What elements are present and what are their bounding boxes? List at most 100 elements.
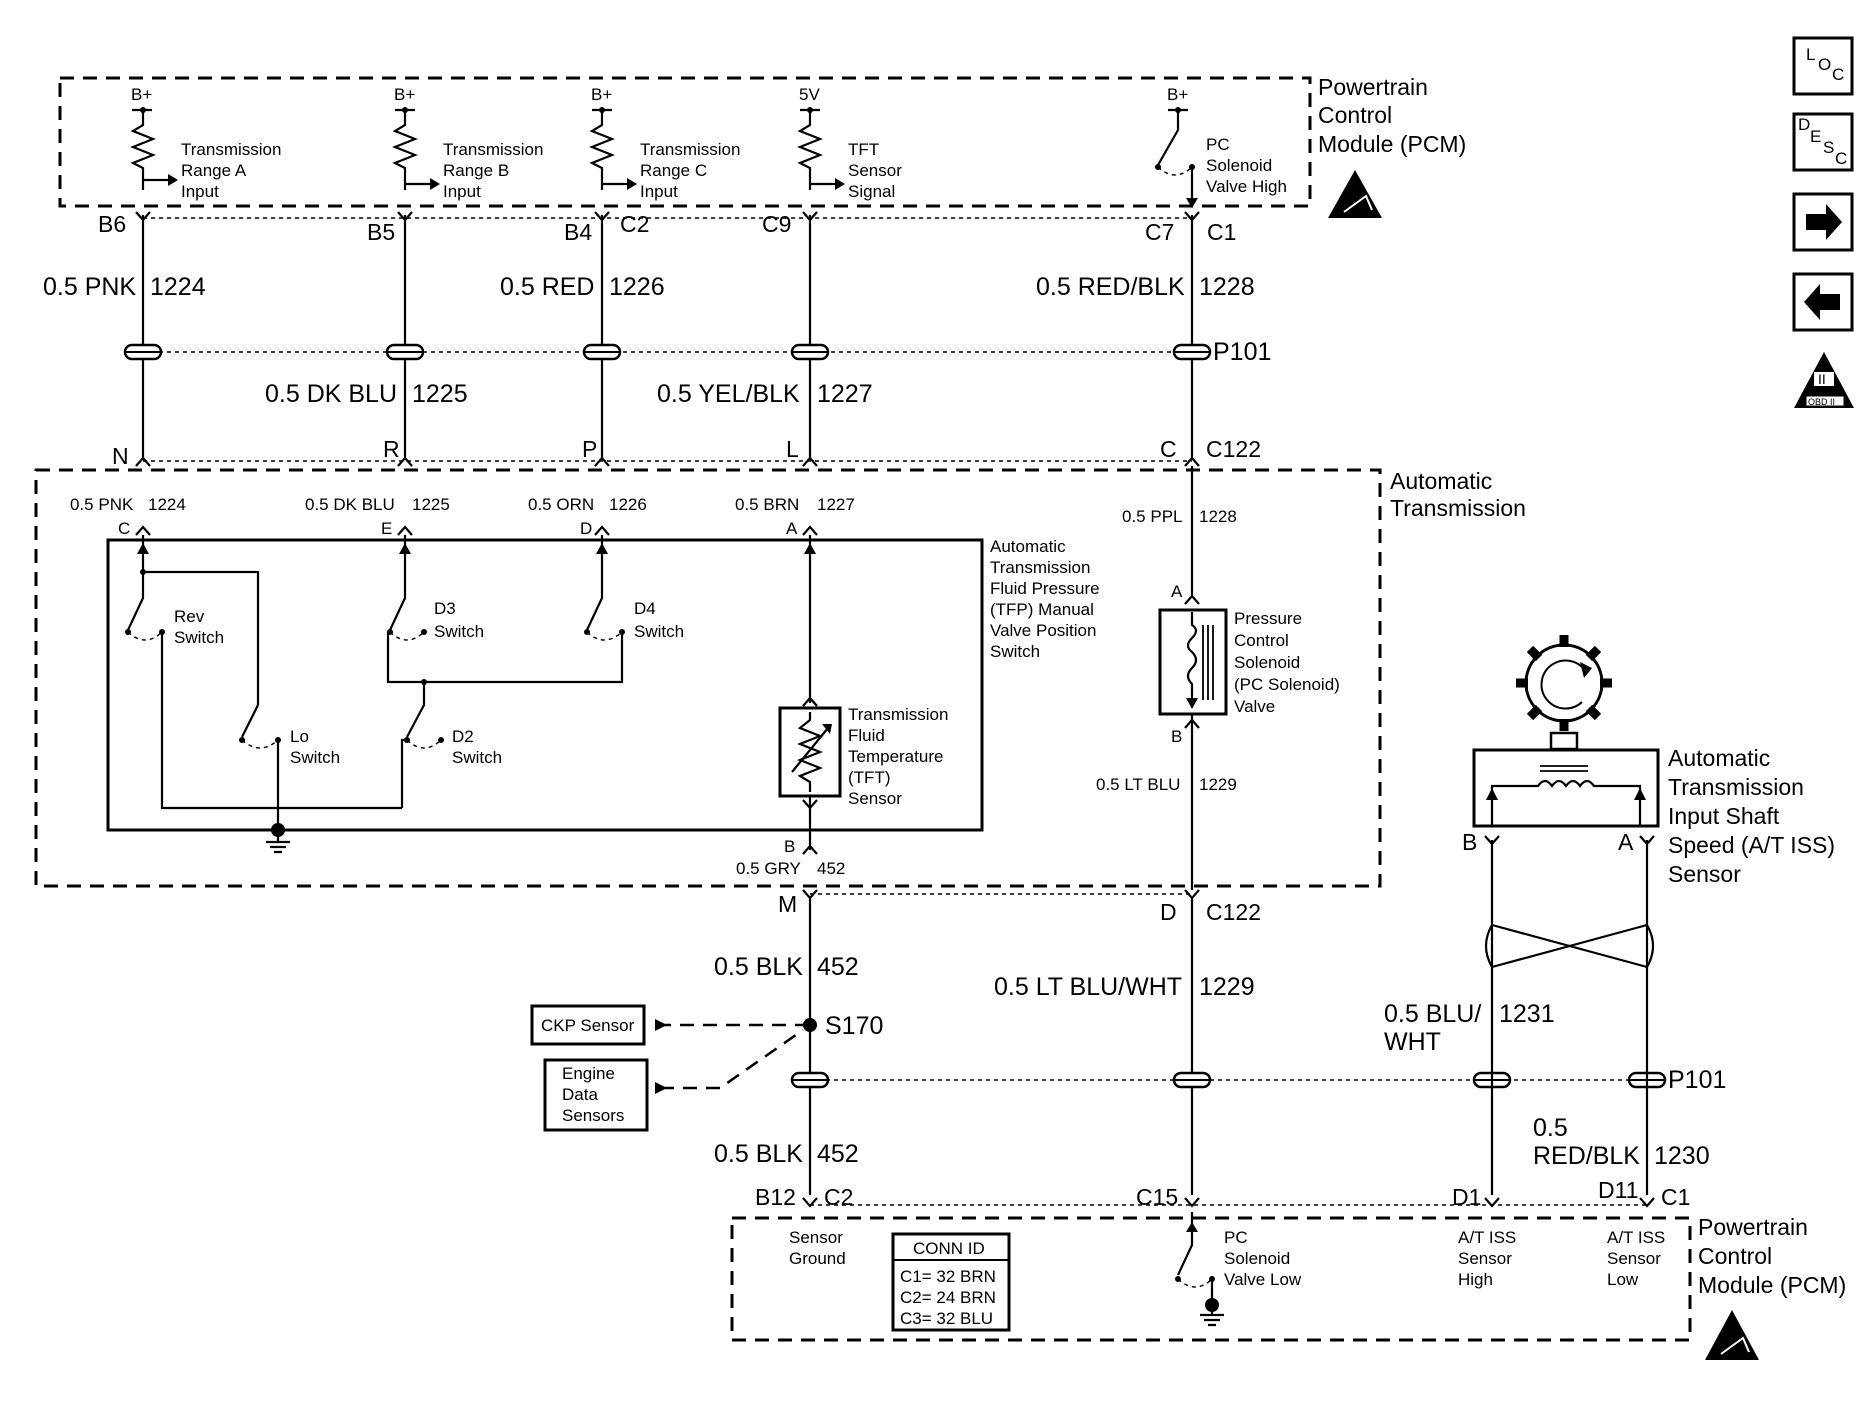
- pc-solenoid-label-3: Solenoid: [1234, 653, 1300, 672]
- iss-high-label-2: Sensor: [1458, 1249, 1512, 1268]
- pin-d-inner: D: [580, 519, 592, 538]
- nav-next-button[interactable]: [1792, 192, 1854, 252]
- wire-label: 0.5 PPL: [1122, 507, 1183, 526]
- pc-high-label-1: PC: [1206, 135, 1230, 154]
- conn-id-row: C1= 32 BRN: [900, 1267, 996, 1286]
- desc-glyph-e: E: [1810, 127, 1821, 146]
- pc-solenoid-label-5: Valve: [1234, 697, 1275, 716]
- pcm-bottom-label-3: Module (PCM): [1698, 1272, 1846, 1298]
- iss-label-5: Sensor: [1668, 861, 1741, 887]
- gear-icon: [1516, 635, 1612, 731]
- nav-loc-button[interactable]: L O C: [1792, 36, 1854, 96]
- harness-lower: M D C122 0.5 BLK 452 0.5 LT BLU/WHT 1229…: [530, 840, 1726, 1210]
- supply-label: 5V: [799, 85, 820, 104]
- obd-text: OBD II: [1808, 397, 1835, 407]
- wire-label: 0.5 PNK: [43, 273, 136, 301]
- supply-label: B+: [131, 85, 152, 104]
- wire-label: 0.5 RED/BLK: [1036, 273, 1185, 301]
- wire-label: 0.5 BRN: [735, 495, 799, 514]
- tfp-label-2: Transmission: [990, 558, 1090, 577]
- iss-high-label-3: High: [1458, 1270, 1493, 1289]
- tfp-label-6: Switch: [990, 642, 1040, 661]
- automatic-transmission: Automatic Transmission 0.5 PNK 1224 0.5 …: [34, 466, 1526, 890]
- splice-label: S170: [825, 1012, 883, 1040]
- pc-solenoid-label-1: Pressure: [1234, 609, 1302, 628]
- pcm-top-label-1: Powertrain: [1318, 74, 1428, 100]
- tfp-label-1: Automatic: [990, 537, 1066, 556]
- iss-label-3: Input Shaft: [1668, 803, 1780, 829]
- harness-upper: B6 B5 B4 C2 C9 C7 C1 0.5 PNK 1224 0.5 RE…: [43, 211, 1271, 469]
- circuit-number: 1227: [817, 380, 873, 408]
- iss-high-label-1: A/T ISS: [1458, 1228, 1516, 1247]
- conn-id-row: C3= 32 BLU: [900, 1309, 993, 1328]
- pin-c7: C7: [1145, 219, 1174, 245]
- engine-data-label-1: Engine: [562, 1064, 615, 1083]
- pin-e-inner: E: [381, 519, 392, 538]
- conn-c1-top: C1: [1207, 219, 1236, 245]
- nav-prev-button[interactable]: [1792, 272, 1854, 332]
- pcm-top-module: Powertrain Control Module (PCM): [58, 74, 1466, 218]
- circuit-number: 1231: [1499, 1000, 1555, 1028]
- tft-signal-label-1: TFT: [848, 140, 879, 159]
- tft-signal-label-2: Sensor: [848, 161, 902, 180]
- pin-b4: B4: [564, 219, 592, 245]
- inline-connector-p101: [123, 343, 1212, 361]
- desc-glyph-d: D: [1798, 115, 1810, 134]
- pin-n: N: [112, 443, 129, 469]
- pin-b-tft: B: [784, 837, 795, 856]
- wire-label: 0.5 BLK: [714, 953, 803, 981]
- pin-c: C: [1160, 436, 1177, 462]
- tft-sensor-label-1: Transmission: [848, 705, 948, 724]
- wire-label: 0.5 DK BLU: [305, 495, 395, 514]
- c122-label-top: C122: [1206, 436, 1261, 462]
- pin-l: L: [786, 436, 799, 462]
- arrow-left-icon: [1804, 284, 1840, 320]
- c122-label-bottom: C122: [1206, 899, 1261, 925]
- pin-p: P: [582, 436, 597, 462]
- pc-high-label-3: Valve High: [1206, 177, 1287, 196]
- pcm-bottom-label-1: Powertrain: [1698, 1214, 1808, 1240]
- engine-data-label-2: Data: [562, 1085, 598, 1104]
- supply-label: B+: [394, 85, 415, 104]
- rev-switch-label-1: Rev: [174, 607, 205, 626]
- d2-switch-label-2: Switch: [452, 748, 502, 767]
- nav-desc-button[interactable]: D E S C: [1792, 112, 1854, 172]
- pc-solenoid-label-4: (PC Solenoid): [1234, 675, 1340, 694]
- desc-glyph-c: C: [1835, 149, 1847, 168]
- pin-a-iss: A: [1618, 829, 1634, 855]
- circuit-number: 1229: [1199, 973, 1255, 1001]
- pin-c-inner: C: [118, 519, 130, 538]
- pin-c9: C9: [762, 211, 791, 237]
- iss-low-label-1: A/T ISS: [1607, 1228, 1665, 1247]
- pin-a-pc: A: [1171, 582, 1183, 601]
- pc-low-label-3: Valve Low: [1224, 1270, 1302, 1289]
- p101-label-bottom: P101: [1668, 1066, 1726, 1094]
- circuit-number: 1226: [609, 273, 665, 301]
- supply-label: B+: [591, 85, 612, 104]
- obd-ii-icon[interactable]: II OBD II: [1794, 352, 1854, 408]
- range-b-label-3: Input: [443, 182, 481, 201]
- circuit-number: 1224: [148, 495, 186, 514]
- d2-switch-label-1: D2: [452, 727, 474, 746]
- p101-label-top: P101: [1213, 338, 1271, 366]
- pin-m: M: [778, 891, 797, 917]
- circuit-number: 1227: [817, 495, 855, 514]
- supply-label: B+: [1167, 85, 1188, 104]
- desc-glyph-s: S: [1823, 138, 1834, 157]
- range-c-label-2: Range C: [640, 161, 707, 180]
- circuit-number: 1228: [1199, 273, 1255, 301]
- circuit-number: 1230: [1654, 1142, 1710, 1170]
- loc-glyph-c: C: [1832, 65, 1844, 84]
- iss-a-wire-label-1: 0.5: [1533, 1114, 1568, 1142]
- range-c-label-3: Input: [640, 182, 678, 201]
- pin-a-inner: A: [786, 519, 798, 538]
- tft-sensor-label-4: (TFT): [848, 768, 890, 787]
- ckp-sensor-box: [530, 1004, 646, 1046]
- loc-glyph-o: O: [1818, 55, 1831, 74]
- obd-glyph: II: [1818, 371, 1826, 387]
- ckp-sensor-label: CKP Sensor: [541, 1016, 635, 1035]
- iss-low-label-3: Low: [1607, 1270, 1639, 1289]
- pc-low-label-2: Solenoid: [1224, 1249, 1290, 1268]
- circuit-number: 1228: [1199, 507, 1237, 526]
- tfp-label-5: Valve Position: [990, 621, 1096, 640]
